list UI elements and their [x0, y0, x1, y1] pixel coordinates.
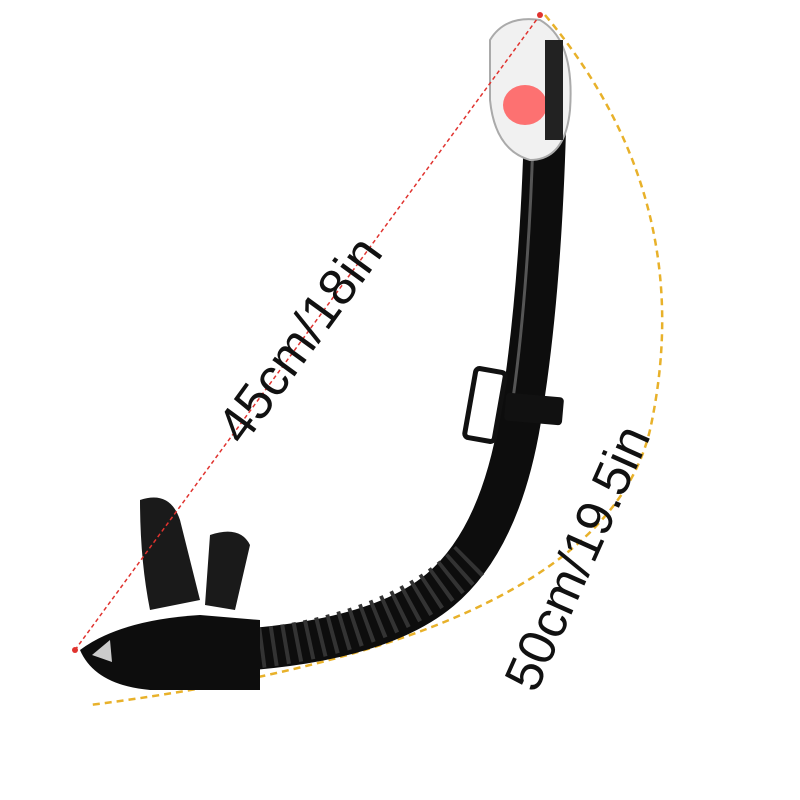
mouthpiece-body	[80, 615, 260, 690]
curved-length-line	[89, 14, 664, 707]
straight-line-endpoint	[72, 647, 78, 653]
snorkel	[80, 18, 572, 690]
keeper-clip	[462, 366, 508, 444]
snorkel-tube	[219, 109, 566, 671]
flex-corrugation	[257, 545, 485, 668]
straight-length-line	[74, 14, 541, 651]
straight-line-endpoint	[537, 12, 543, 18]
purge-valve-mark	[92, 640, 112, 662]
mouthpiece-bite	[140, 497, 250, 610]
tube-highlight	[508, 139, 535, 421]
valve-ridges	[545, 40, 563, 140]
valve-float	[503, 85, 547, 125]
tube-band	[504, 392, 564, 426]
